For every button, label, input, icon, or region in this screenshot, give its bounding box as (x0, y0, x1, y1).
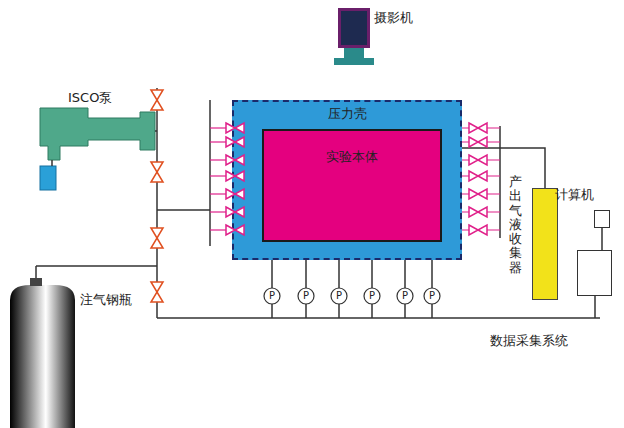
valve-symbol (151, 282, 163, 302)
valve-symbol (226, 155, 244, 165)
valve-symbol (226, 225, 244, 235)
daq-box: 数据采集系统 (577, 250, 612, 296)
gauge-label: P (336, 290, 342, 302)
test-body: 实验本体 (262, 129, 442, 242)
valve-symbol (226, 123, 244, 133)
cylinder-label: 注气钢瓶 (80, 292, 132, 308)
valve-symbol (469, 225, 487, 235)
valve-symbol (151, 162, 163, 182)
camera-icon (334, 8, 374, 65)
pipe-connector (601, 228, 603, 250)
valve-symbol (226, 171, 244, 181)
collector-box: 产出气液收集器 (532, 188, 558, 300)
computer-box: 计算机 (594, 210, 610, 228)
node-label: 压力壳 (328, 106, 367, 122)
gauge-label: P (269, 290, 275, 302)
valve-symbol (469, 137, 487, 147)
valve-symbol (469, 189, 487, 199)
node-label: 产出气液收集器 (509, 175, 522, 275)
gauge-label: P (402, 290, 408, 302)
gauge-label: P (369, 290, 375, 302)
valve-symbol (469, 123, 487, 133)
pipe-connector (462, 148, 545, 188)
pump-label: ISCO泵 (68, 90, 112, 106)
valve-symbol (226, 207, 244, 217)
node-label: 实验本体 (326, 149, 378, 165)
pressure-tap (264, 260, 440, 318)
node-label: 计算机 (555, 187, 594, 203)
pump-icon (40, 108, 157, 190)
valve-symbol (469, 155, 487, 165)
valve-symbol (226, 137, 244, 147)
pressure-vessel: 压力壳实验本体 (232, 100, 462, 260)
valve-symbol (469, 171, 487, 181)
valve-symbol (151, 90, 163, 110)
valve-symbol (151, 228, 163, 248)
valve-symbol (226, 189, 244, 199)
camera-label: 摄影机 (374, 10, 413, 26)
pipe-line (36, 88, 600, 318)
gauge-label: P (429, 290, 435, 302)
node-label: 数据采集系统 (490, 333, 568, 349)
valve-symbol (469, 207, 487, 217)
gauge-label: P (303, 290, 309, 302)
gas-cylinder (10, 278, 75, 428)
